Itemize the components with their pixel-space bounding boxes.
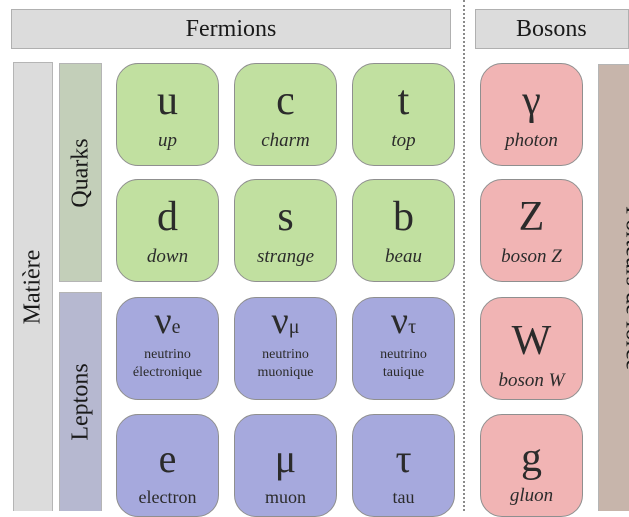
particle-card-electron: e electron: [116, 414, 219, 517]
particle-name: charm: [235, 130, 336, 152]
bosons-header: Bosons: [475, 9, 629, 49]
particle-symbol: t: [353, 80, 454, 122]
particle-card-top: t top: [352, 63, 455, 166]
particle-name: photon: [481, 130, 582, 152]
particle-symbol: W: [481, 320, 582, 362]
particle-card-z-boson: Z boson Z: [480, 179, 583, 282]
particle-name: boson Z: [481, 246, 582, 268]
particle-card-charm: c charm: [234, 63, 337, 166]
particle-card-tau-neutrino: ντ neutrino tauique: [352, 297, 455, 400]
neutrino-nu-symbol: ν: [272, 300, 289, 342]
particle-card-strange: s strange: [234, 179, 337, 282]
particle-symbol: μ: [235, 439, 336, 479]
particle-name: strange: [235, 246, 336, 268]
fermions-header-label: Fermions: [186, 16, 277, 43]
particle-name: beau: [353, 246, 454, 268]
particle-symbol: c: [235, 80, 336, 122]
particle-name: neutrino muonique: [235, 346, 336, 382]
particle-symbol: ντ: [353, 302, 454, 340]
particle-symbol: νμ: [235, 302, 336, 340]
fermions-header: Fermions: [11, 9, 451, 49]
matiere-bar: Matière: [13, 62, 53, 511]
neutrino-nu-symbol: ν: [391, 300, 408, 342]
particle-symbol: g: [481, 437, 582, 479]
quarks-bar: Quarks: [59, 63, 102, 282]
particle-name-line2: muonique: [235, 364, 336, 382]
particle-name-line1: neutrino: [235, 346, 336, 364]
particle-card-electron-neutrino: νe neutrino électronique: [116, 297, 219, 400]
neutrino-flavor-subscript: τ: [408, 316, 416, 338]
particle-card-muon-neutrino: νμ neutrino muonique: [234, 297, 337, 400]
particle-card-photon: γ photon: [480, 63, 583, 166]
particle-name-line1: neutrino: [353, 346, 454, 364]
particle-card-down: d down: [116, 179, 219, 282]
neutrino-flavor-subscript: μ: [289, 316, 300, 338]
bosons-header-label: Bosons: [516, 16, 587, 43]
particle-name-line1: neutrino: [117, 346, 218, 364]
particle-symbol: τ: [353, 439, 454, 479]
particle-name: neutrino tauique: [353, 346, 454, 382]
particle-name: neutrino électronique: [117, 346, 218, 382]
particle-symbol: s: [235, 196, 336, 238]
particle-name: tau: [353, 487, 454, 508]
neutrino-nu-symbol: ν: [154, 300, 171, 342]
particle-name: down: [117, 246, 218, 268]
particle-card-muon: μ muon: [234, 414, 337, 517]
fermion-boson-divider: [463, 0, 465, 511]
particle-symbol: u: [117, 80, 218, 122]
porteurs-de-force-bar: Porteurs de force: [598, 64, 629, 511]
leptons-bar: Leptons: [59, 292, 102, 511]
particle-name: up: [117, 130, 218, 152]
particle-symbol: e: [117, 439, 218, 479]
particle-name: boson W: [481, 370, 582, 392]
leptons-label: Leptons: [67, 363, 94, 440]
particle-name-line2: électronique: [117, 364, 218, 382]
particle-symbol: γ: [481, 80, 582, 122]
particle-card-up: u up: [116, 63, 219, 166]
particle-symbol: νe: [117, 302, 218, 340]
porteurs-de-force-label: Porteurs de force: [620, 206, 629, 370]
matiere-label: Matière: [20, 250, 47, 325]
neutrino-flavor-subscript: e: [172, 316, 181, 338]
particle-card-beau: b beau: [352, 179, 455, 282]
particle-card-gluon: g gluon: [480, 414, 583, 517]
particle-card-tau: τ tau: [352, 414, 455, 517]
particle-symbol: b: [353, 196, 454, 238]
particle-name: muon: [235, 487, 336, 508]
quarks-label: Quarks: [67, 138, 94, 207]
particle-symbol: Z: [481, 196, 582, 238]
particle-name: electron: [117, 487, 218, 508]
particle-name-line2: tauique: [353, 364, 454, 382]
particle-symbol: d: [117, 196, 218, 238]
particle-card-w-boson: W boson W: [480, 297, 583, 400]
particle-name: top: [353, 130, 454, 152]
particle-name: gluon: [481, 485, 582, 507]
